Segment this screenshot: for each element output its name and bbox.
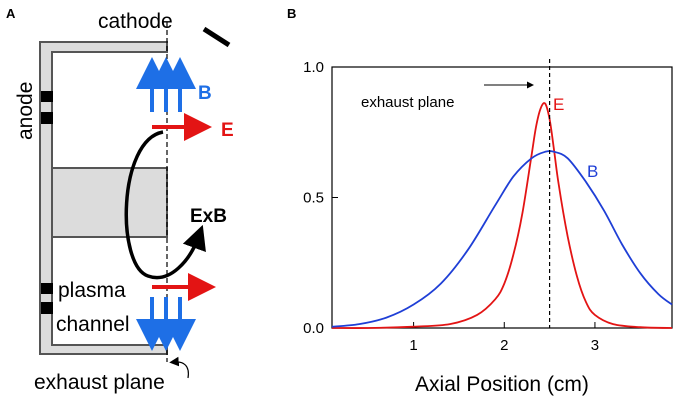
y-tick-label: 0.5 <box>303 190 324 207</box>
series-line-e <box>331 102 673 329</box>
series-label-e: E <box>553 95 564 114</box>
anode-block-top-2 <box>41 112 53 124</box>
anode-label: anode <box>14 82 37 140</box>
panel-a-label: A <box>6 6 16 21</box>
exhaust-plane-pointer <box>169 356 189 379</box>
y-axis-ticks: 0.0 0.5 1.0 <box>303 59 338 337</box>
e-label-a: E <box>221 120 234 141</box>
anode-block-bottom-2 <box>41 302 53 314</box>
y-tick-label: 1.0 <box>303 59 324 76</box>
panel-b: B 1 2 3 0.0 0.5 1.0 exhaust plane E B Axial … <box>287 6 673 396</box>
exhaust-plane-label-a: exhaust plane <box>34 371 165 394</box>
cathode-label: cathode <box>98 10 173 33</box>
thruster-body <box>39 41 168 355</box>
inner-pole-piece <box>51 167 168 238</box>
anode-block-bottom-1 <box>41 283 53 294</box>
exb-label: ExB <box>190 206 227 227</box>
x-axis-ticks: 1 2 3 <box>409 322 599 354</box>
x-tick-label: 1 <box>409 337 417 354</box>
cathode-bar <box>202 26 231 48</box>
exb-drift-loop <box>124 130 206 280</box>
anode-block-top-1 <box>41 91 53 102</box>
panel-a: A cathode anode B E <box>6 6 234 394</box>
line-chart: 1 2 3 0.0 0.5 1.0 <box>303 59 673 354</box>
b-field-arrows-top <box>136 57 196 112</box>
series-line-b <box>331 150 673 328</box>
series-layer <box>331 102 673 329</box>
b-label-a: B <box>198 83 212 104</box>
series-label-b: B <box>587 162 598 181</box>
panel-b-label: B <box>287 6 296 21</box>
y-tick-label: 0.0 <box>303 320 324 337</box>
x-tick-label: 3 <box>591 337 599 354</box>
exhaust-plane-annotation: exhaust plane <box>361 94 454 111</box>
x-tick-label: 2 <box>500 337 508 354</box>
plasma-label: plasma <box>58 279 126 302</box>
channel-label: channel <box>56 313 130 336</box>
b-field-arrows-bottom <box>136 297 196 351</box>
thruster-outer-wall <box>39 41 168 355</box>
x-axis-label: Axial Position (cm) <box>415 373 589 396</box>
